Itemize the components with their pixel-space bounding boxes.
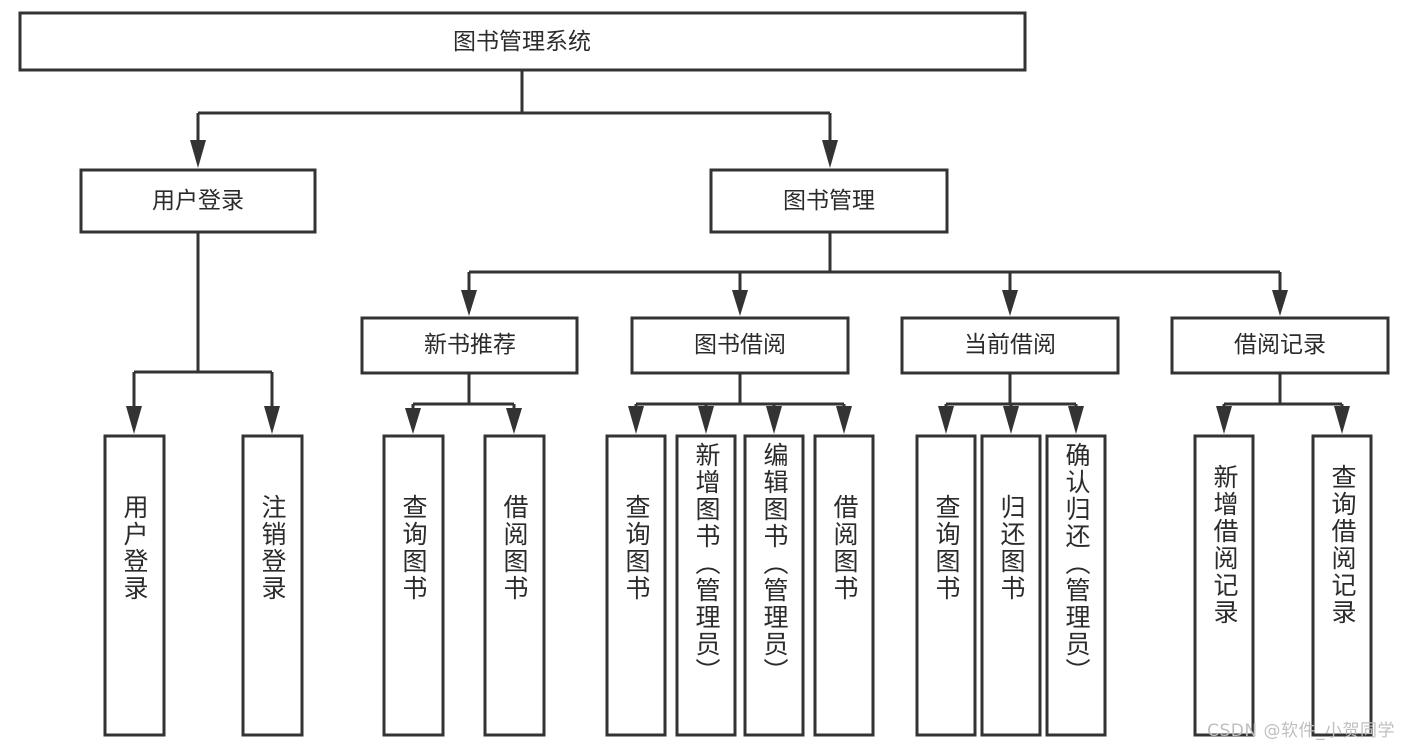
node-new-book-recommend-label: 新书推荐: [424, 331, 516, 357]
leaf-label-user-login: 用户登录: [120, 494, 148, 602]
leaf-boxes-borrow-record: [1193, 434, 1373, 737]
connector-book-management-to-level3: [461, 232, 1288, 316]
node-borrow-record-label: 借阅记录: [1234, 331, 1326, 357]
leaf-box-add-book[interactable]: [675, 434, 737, 737]
connector-current-borrow-to-leaves: [938, 373, 1084, 434]
leaf-box-borrow-book-2[interactable]: [813, 434, 875, 737]
leaf-label-query-book-3: 查询图书: [932, 494, 960, 602]
leaf-label-borrow-book-2: 借阅图书: [830, 494, 858, 602]
node-current-borrow-label: 当前借阅: [964, 331, 1056, 357]
connector-book-borrow-to-leaves: [628, 373, 852, 434]
leaf-label-edit-book: 编辑图书（管理员）: [760, 442, 788, 685]
leaf-boxes-user-login: [103, 434, 304, 737]
leaf-box-borrow-book-1[interactable]: [483, 434, 546, 737]
watermark-credit: CSDN @软件_小贺同学: [1207, 721, 1395, 741]
leaf-label-query-record: 查询借阅记录: [1328, 464, 1356, 626]
connector-user-login-to-leaves: [126, 232, 280, 434]
leaf-label-query-book-1: 查询图书: [399, 494, 427, 602]
connector-new-book-recommend-to-leaves: [405, 373, 522, 434]
node-borrow-record[interactable]: 借阅记录: [1170, 316, 1390, 375]
leaf-label-borrow-book-1: 借阅图书: [500, 494, 528, 602]
node-book-borrow-label: 图书借阅: [694, 331, 786, 357]
leaf-box-confirm-return[interactable]: [1045, 434, 1107, 737]
leaf-boxes-book-borrow: [605, 434, 875, 737]
leaf-box-query-book-2[interactable]: [605, 434, 667, 737]
node-new-book-recommend[interactable]: 新书推荐: [360, 316, 579, 375]
node-book-borrow[interactable]: 图书借阅: [630, 316, 850, 375]
leaf-label-add-book: 新增图书（管理员）: [692, 442, 720, 685]
node-book-management[interactable]: 图书管理: [709, 168, 949, 234]
leaf-box-edit-book[interactable]: [743, 434, 805, 737]
leaf-label-confirm-return: 确认归还（管理员）: [1062, 442, 1090, 685]
leaf-box-add-record[interactable]: [1193, 434, 1255, 737]
leaf-box-user-logout[interactable]: [241, 434, 304, 737]
node-book-management-label: 图书管理: [783, 187, 875, 213]
node-root-label: 图书管理系统: [453, 28, 591, 54]
leaf-box-return-book[interactable]: [980, 434, 1042, 737]
leaf-label-query-book-2: 查询图书: [622, 494, 650, 602]
leaf-boxes-new-book-recommend: [382, 434, 546, 737]
leaf-label-add-record: 新增借阅记录: [1210, 464, 1238, 626]
node-root[interactable]: 图书管理系统: [18, 11, 1027, 72]
node-user-login-label: 用户登录: [152, 187, 244, 213]
leaf-label-return-book: 归还图书: [997, 494, 1025, 602]
node-current-borrow[interactable]: 当前借阅: [900, 316, 1120, 375]
leaf-box-query-book-1[interactable]: [382, 434, 445, 737]
connector-root-to-level2: [190, 70, 838, 168]
leaf-box-query-book-3[interactable]: [915, 434, 977, 737]
leaf-box-user-login[interactable]: [103, 434, 166, 737]
connector-borrow-record-to-leaves: [1216, 373, 1350, 434]
node-user-login[interactable]: 用户登录: [79, 168, 317, 234]
leaf-box-query-record[interactable]: [1311, 434, 1373, 737]
leaf-boxes-current-borrow: [915, 434, 1107, 737]
leaf-label-user-logout: 注销登录: [258, 494, 286, 602]
